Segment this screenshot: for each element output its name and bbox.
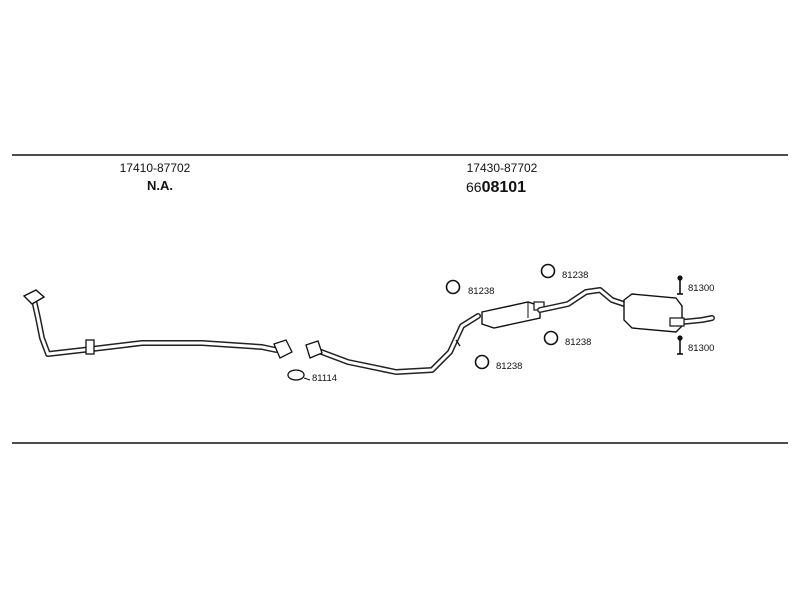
- gasket-leader-line: [303, 377, 311, 381]
- bolt-a-part-number: 81300: [688, 283, 714, 294]
- manifold-flange: [22, 289, 46, 305]
- bolt-icon: [677, 275, 683, 295]
- rubber-mount-c: 81238: [543, 330, 591, 348]
- front-pipe-part-number: 17410-87702: [120, 161, 191, 175]
- rear-section-kit-number: 6608101: [466, 179, 526, 196]
- rear-section-part-number: 17430-87702: [467, 161, 538, 175]
- front-pipe-outlet-flange: [273, 339, 293, 359]
- rubber-mount-c-part-number: 81238: [565, 337, 591, 348]
- centre-muffler: [481, 301, 541, 329]
- middle-pipe-hanger: [455, 339, 461, 347]
- front-pipe-reference: N.A.: [147, 178, 173, 193]
- rubber-mount-b-part-number: 81238: [562, 270, 588, 281]
- front-pipe: [22, 289, 293, 359]
- kit-main-number: 08101: [482, 179, 527, 196]
- rubber-mount-a: 81238: [445, 279, 494, 297]
- gasket: 81114: [287, 369, 337, 384]
- rubber-mount-d: 81238: [474, 354, 522, 372]
- rubber-mount-b: 81238: [540, 263, 588, 281]
- ring-icon: [474, 354, 490, 370]
- rear-pipe: [537, 287, 627, 313]
- bolt-icon: [677, 335, 683, 355]
- front-pipe-bracket: [85, 339, 95, 355]
- bolt-b: 81300: [677, 335, 714, 355]
- rear-muffler-hanger: [669, 317, 685, 327]
- gasket-icon: [287, 369, 305, 381]
- middle-pipe: [305, 313, 481, 375]
- kit-prefix: 66: [466, 179, 482, 195]
- ring-icon: [445, 279, 461, 295]
- bolt-a: 81300: [677, 275, 714, 295]
- ring-icon: [540, 263, 556, 279]
- rubber-mount-d-part-number: 81238: [496, 361, 522, 372]
- bolt-b-part-number: 81300: [688, 343, 714, 354]
- gasket-part-number: 81114: [312, 373, 337, 384]
- ring-icon: [543, 330, 559, 346]
- middle-pipe-inlet-flange: [305, 340, 323, 359]
- rubber-mount-a-part-number: 81238: [468, 286, 494, 297]
